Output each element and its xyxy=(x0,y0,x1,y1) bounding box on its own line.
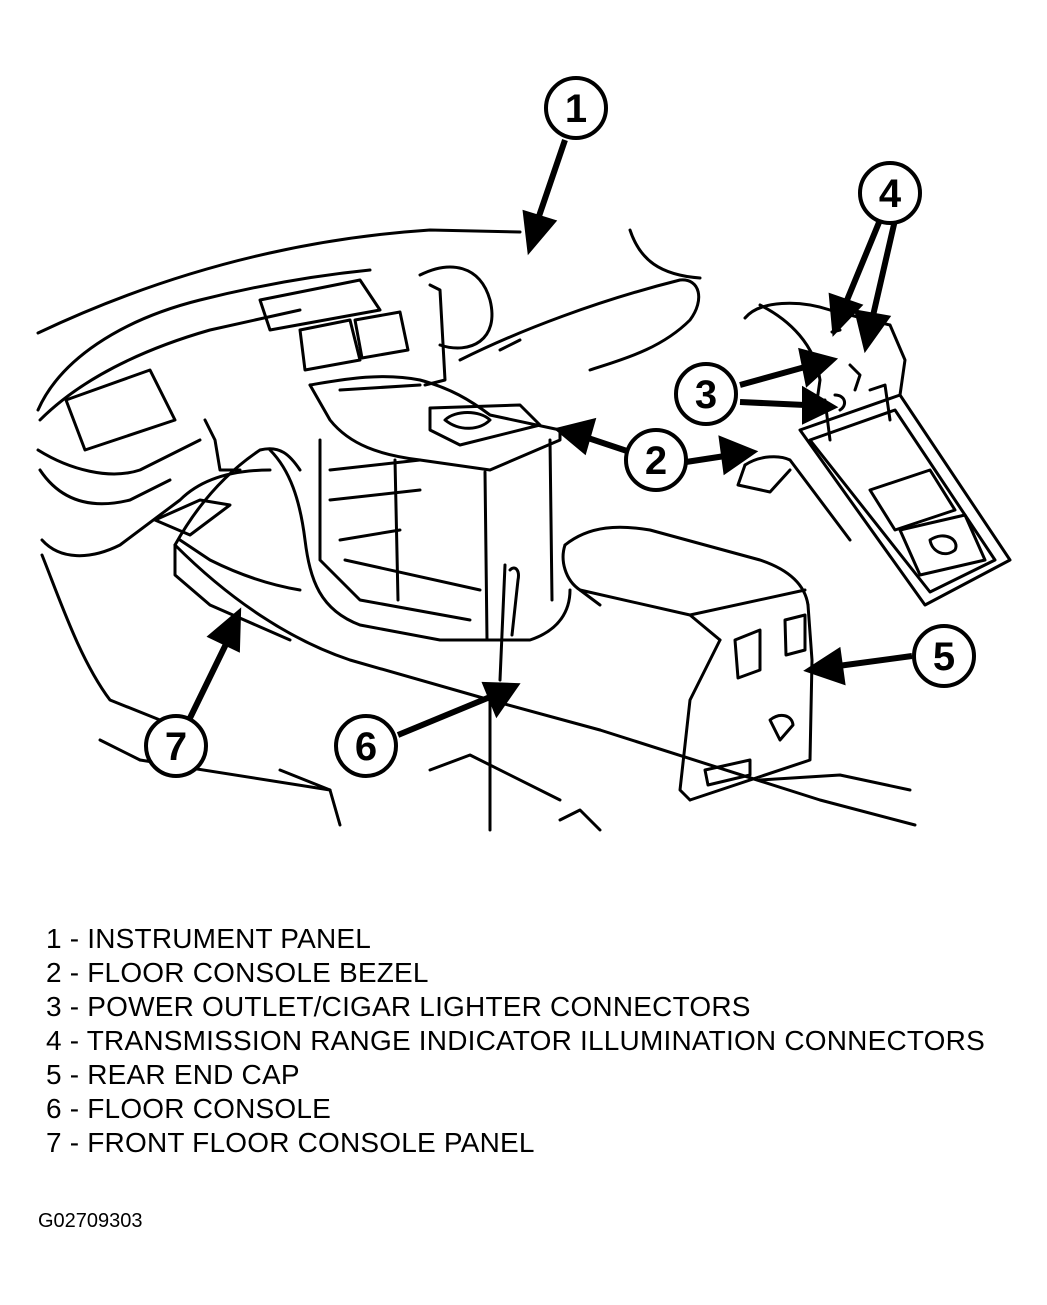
shifter-bezel-detail-drawing xyxy=(736,301,1012,607)
callout-4: 4 xyxy=(858,161,922,225)
arrow-4a xyxy=(828,218,883,337)
legend-item-7: 7 - FRONT FLOOR CONSOLE PANEL xyxy=(46,1127,535,1158)
callout-circles: 1 2 3 4 5 6 7 xyxy=(144,76,976,778)
legend-item-5: 5 - REAR END CAP xyxy=(46,1059,300,1090)
arrow-4b xyxy=(854,219,898,354)
instrument-panel-drawing xyxy=(36,228,702,762)
arrow-1 xyxy=(522,139,568,256)
callout-label-3: 3 xyxy=(695,373,717,417)
line-art xyxy=(36,228,1012,832)
callout-label-6: 6 xyxy=(355,725,377,769)
front-floor-console-panel-drawing xyxy=(153,418,302,642)
floor-console-bezel-drawing xyxy=(308,283,562,642)
arrow-5 xyxy=(803,646,913,686)
leader-arrows xyxy=(187,139,913,738)
figure-id: G02709303 xyxy=(38,1210,143,1232)
callout-7: 7 xyxy=(144,714,208,778)
rear-end-cap-drawing xyxy=(561,525,814,802)
legend-item-1: 1 - INSTRUMENT PANEL xyxy=(46,923,372,954)
arrow-6 xyxy=(396,681,521,738)
legend-item-6: 6 - FLOOR CONSOLE xyxy=(46,1093,332,1124)
parts-legend: 1 - INSTRUMENT PANEL 2 - FLOOR CONSOLE B… xyxy=(46,922,1006,1160)
callout-label-1: 1 xyxy=(565,87,587,131)
callout-3: 3 xyxy=(674,362,738,426)
callout-5: 5 xyxy=(912,624,976,688)
callout-label-5: 5 xyxy=(933,635,955,679)
console-exploded-diagram: 1 2 3 4 5 6 7 xyxy=(36,76,1012,832)
arrow-3b xyxy=(739,385,839,425)
callout-label-4: 4 xyxy=(879,172,902,216)
arrow-2b xyxy=(685,435,759,476)
legend-item-2: 2 - FLOOR CONSOLE BEZEL xyxy=(46,957,429,988)
legend-item-3: 3 - POWER OUTLET/CIGAR LIGHTER CONNECTOR… xyxy=(46,991,751,1022)
callout-1: 1 xyxy=(544,76,608,140)
floor-console-drawing xyxy=(138,438,602,832)
callout-2: 2 xyxy=(624,428,688,492)
arrow-7 xyxy=(187,607,242,720)
arrow-3a xyxy=(739,347,839,388)
callout-label-7: 7 xyxy=(165,725,187,769)
legend-item-4: 4 - TRANSMISSION RANGE INDICATOR ILLUMIN… xyxy=(46,1025,985,1056)
floor-lines-drawing xyxy=(278,728,917,832)
callout-label-2: 2 xyxy=(645,439,667,483)
arrow-2 xyxy=(553,417,631,456)
callout-6: 6 xyxy=(334,714,398,778)
